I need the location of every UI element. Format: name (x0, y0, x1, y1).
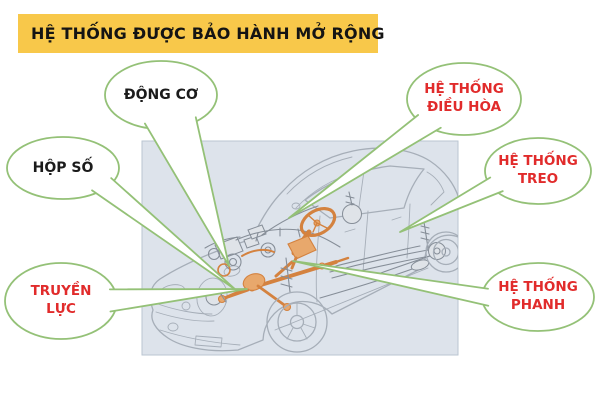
callout-bubble-suspension (399, 137, 592, 233)
rear-suspension (319, 221, 446, 299)
callout-bubble-drivetrain (4, 262, 248, 340)
callout-bubble-brake (292, 260, 595, 332)
callout-shapes-layer (4, 60, 595, 340)
page-title: HỆ THỐNG ĐƯỢC BẢO HÀNH MỞ RỘNG (31, 24, 385, 43)
rear-wheel (425, 231, 458, 273)
callout-bubble-engine (104, 60, 230, 267)
car-illustration (149, 147, 458, 353)
front-wheel (266, 291, 328, 353)
callout-bubble-gearbox (6, 136, 237, 291)
title-banner: HỆ THỐNG ĐƯỢC BẢO HÀNH MỞ RỘNG (18, 14, 385, 53)
callout-bubble-ac (288, 62, 522, 219)
